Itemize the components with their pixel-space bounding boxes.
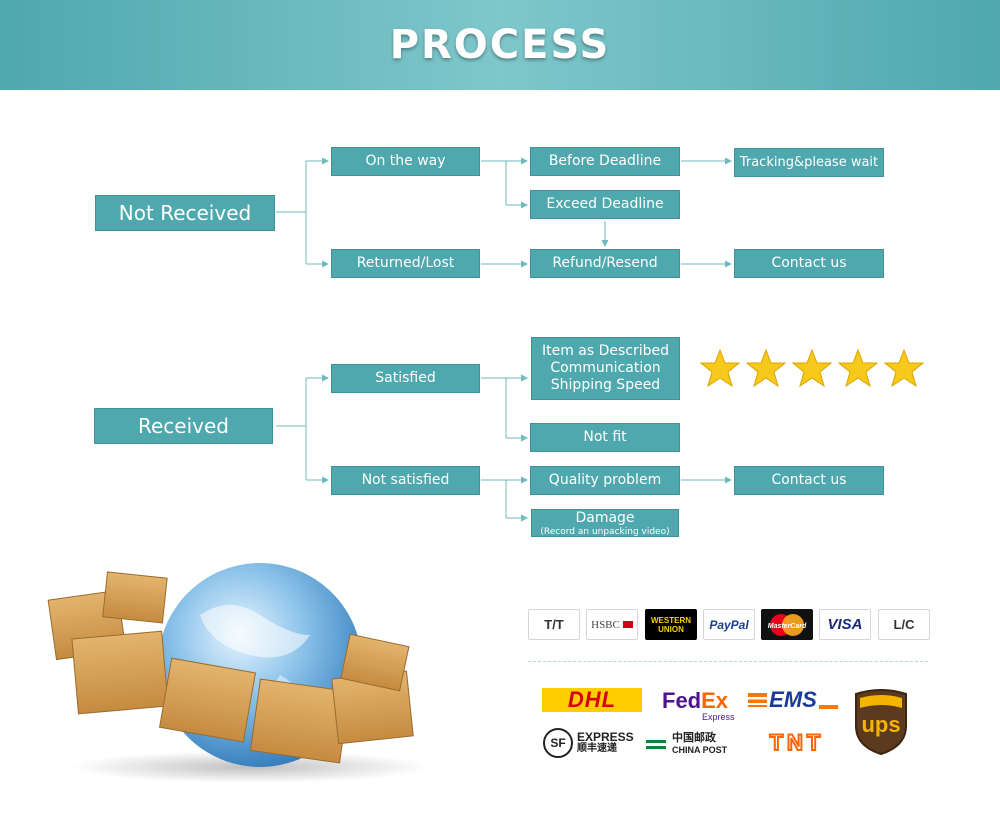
courier-tnt: TNT [756, 728, 838, 758]
tt-label: T/T [544, 617, 564, 632]
courier-dhl: DHL [542, 687, 642, 712]
node-satisfied: Satisfied [331, 364, 480, 393]
connector-onway-fork [481, 160, 507, 205]
courier-sf-express: SF EXPRESS 顺丰速递 [543, 727, 643, 759]
sf-express-label: EXPRESS [577, 730, 634, 744]
node-received: Received [94, 408, 273, 444]
china-post-emblem-icon [646, 740, 666, 749]
globe-boxes-illustration [47, 563, 430, 783]
node-quality-problem: Quality problem [530, 466, 680, 495]
described-line-1: Item as Described [541, 343, 670, 359]
dhl-label: DHL [567, 687, 617, 712]
star-icon [746, 348, 786, 388]
payment-mastercard: MasterCard [761, 609, 813, 640]
node-exceed-deadline: Exceed Deadline [530, 190, 680, 219]
damage-label: Damage [575, 509, 635, 526]
page-title: PROCESS [389, 22, 611, 68]
payment-western-union: WESTERN UNION [645, 609, 697, 640]
node-contact-us-1: Contact us [734, 249, 884, 278]
courier-fedex: FedEx Express [662, 688, 742, 728]
hsbc-hexagon-icon [622, 621, 633, 628]
visa-label: VISA [827, 616, 863, 633]
star-icon [884, 348, 924, 388]
ems-underline-icon [818, 705, 838, 709]
described-line-2: Communication [550, 360, 661, 376]
section-divider [528, 661, 928, 662]
node-before-deadline: Before Deadline [530, 147, 680, 176]
sf-label: SF [550, 736, 566, 750]
fedex-express-label: Express [702, 712, 735, 722]
fedex-fed-label: Fed [662, 688, 702, 713]
courier-ems: EMS [748, 687, 838, 712]
sf-text-group: EXPRESS 顺丰速递 [577, 731, 634, 755]
payment-lc: L/C [878, 609, 930, 640]
connector-satisfied-fork [481, 377, 507, 438]
ups-shield-icon [855, 689, 907, 756]
payment-visa: VISA [819, 609, 871, 640]
node-item-as-described: Item as Described Communication Shipping… [531, 337, 680, 400]
sf-circle-icon: SF [543, 728, 573, 758]
node-damage: Damage (Record an unpacking video) [531, 509, 679, 537]
payment-paypal: PayPal [703, 609, 755, 640]
described-line-3: Shipping Speed [550, 377, 661, 393]
paypal-label: PayPal [709, 617, 749, 632]
hsbc-label: HSBC [591, 618, 620, 631]
ems-wing-icon [748, 693, 768, 707]
courier-ups: ups [852, 688, 910, 756]
damage-note: (Record an unpacking video) [540, 526, 670, 537]
mastercard-icon: MasterCard [768, 613, 807, 636]
tnt-label: TNT [769, 729, 825, 756]
node-returned-lost: Returned/Lost [331, 249, 480, 278]
star-icon [838, 348, 878, 388]
connector-notsat-fork [481, 479, 507, 518]
ems-label: EMS [769, 687, 817, 712]
fedex-ex-label: Ex [701, 688, 729, 713]
node-not-received: Not Received [95, 195, 275, 231]
payment-tt: T/T [528, 609, 580, 640]
node-contact-us-2: Contact us [734, 466, 884, 495]
node-tracking: Tracking&please wait [734, 148, 884, 177]
western-union-label: WESTERN UNION [646, 613, 696, 636]
header-banner: PROCESS [0, 0, 1000, 90]
sf-cn-label: 顺丰速递 [577, 743, 617, 754]
china-post-label: CHINA POST [672, 745, 728, 755]
lc-label: L/C [893, 617, 915, 632]
china-post-text-group: 中国邮政 CHINA POST [672, 732, 727, 756]
ups-label: ups [861, 712, 901, 737]
node-not-fit: Not fit [530, 423, 680, 452]
star-icon [792, 348, 832, 388]
payment-hsbc: HSBC [586, 609, 638, 640]
mastercard-label: MasterCard [768, 623, 807, 630]
china-post-cn-label: 中国邮政 [672, 731, 716, 744]
courier-china-post: 中国邮政 CHINA POST [646, 730, 746, 758]
node-on-the-way: On the way [331, 147, 480, 176]
node-not-satisfied: Not satisfied [331, 466, 480, 495]
node-refund-resend: Refund/Resend [530, 249, 680, 278]
star-icon [700, 348, 740, 388]
